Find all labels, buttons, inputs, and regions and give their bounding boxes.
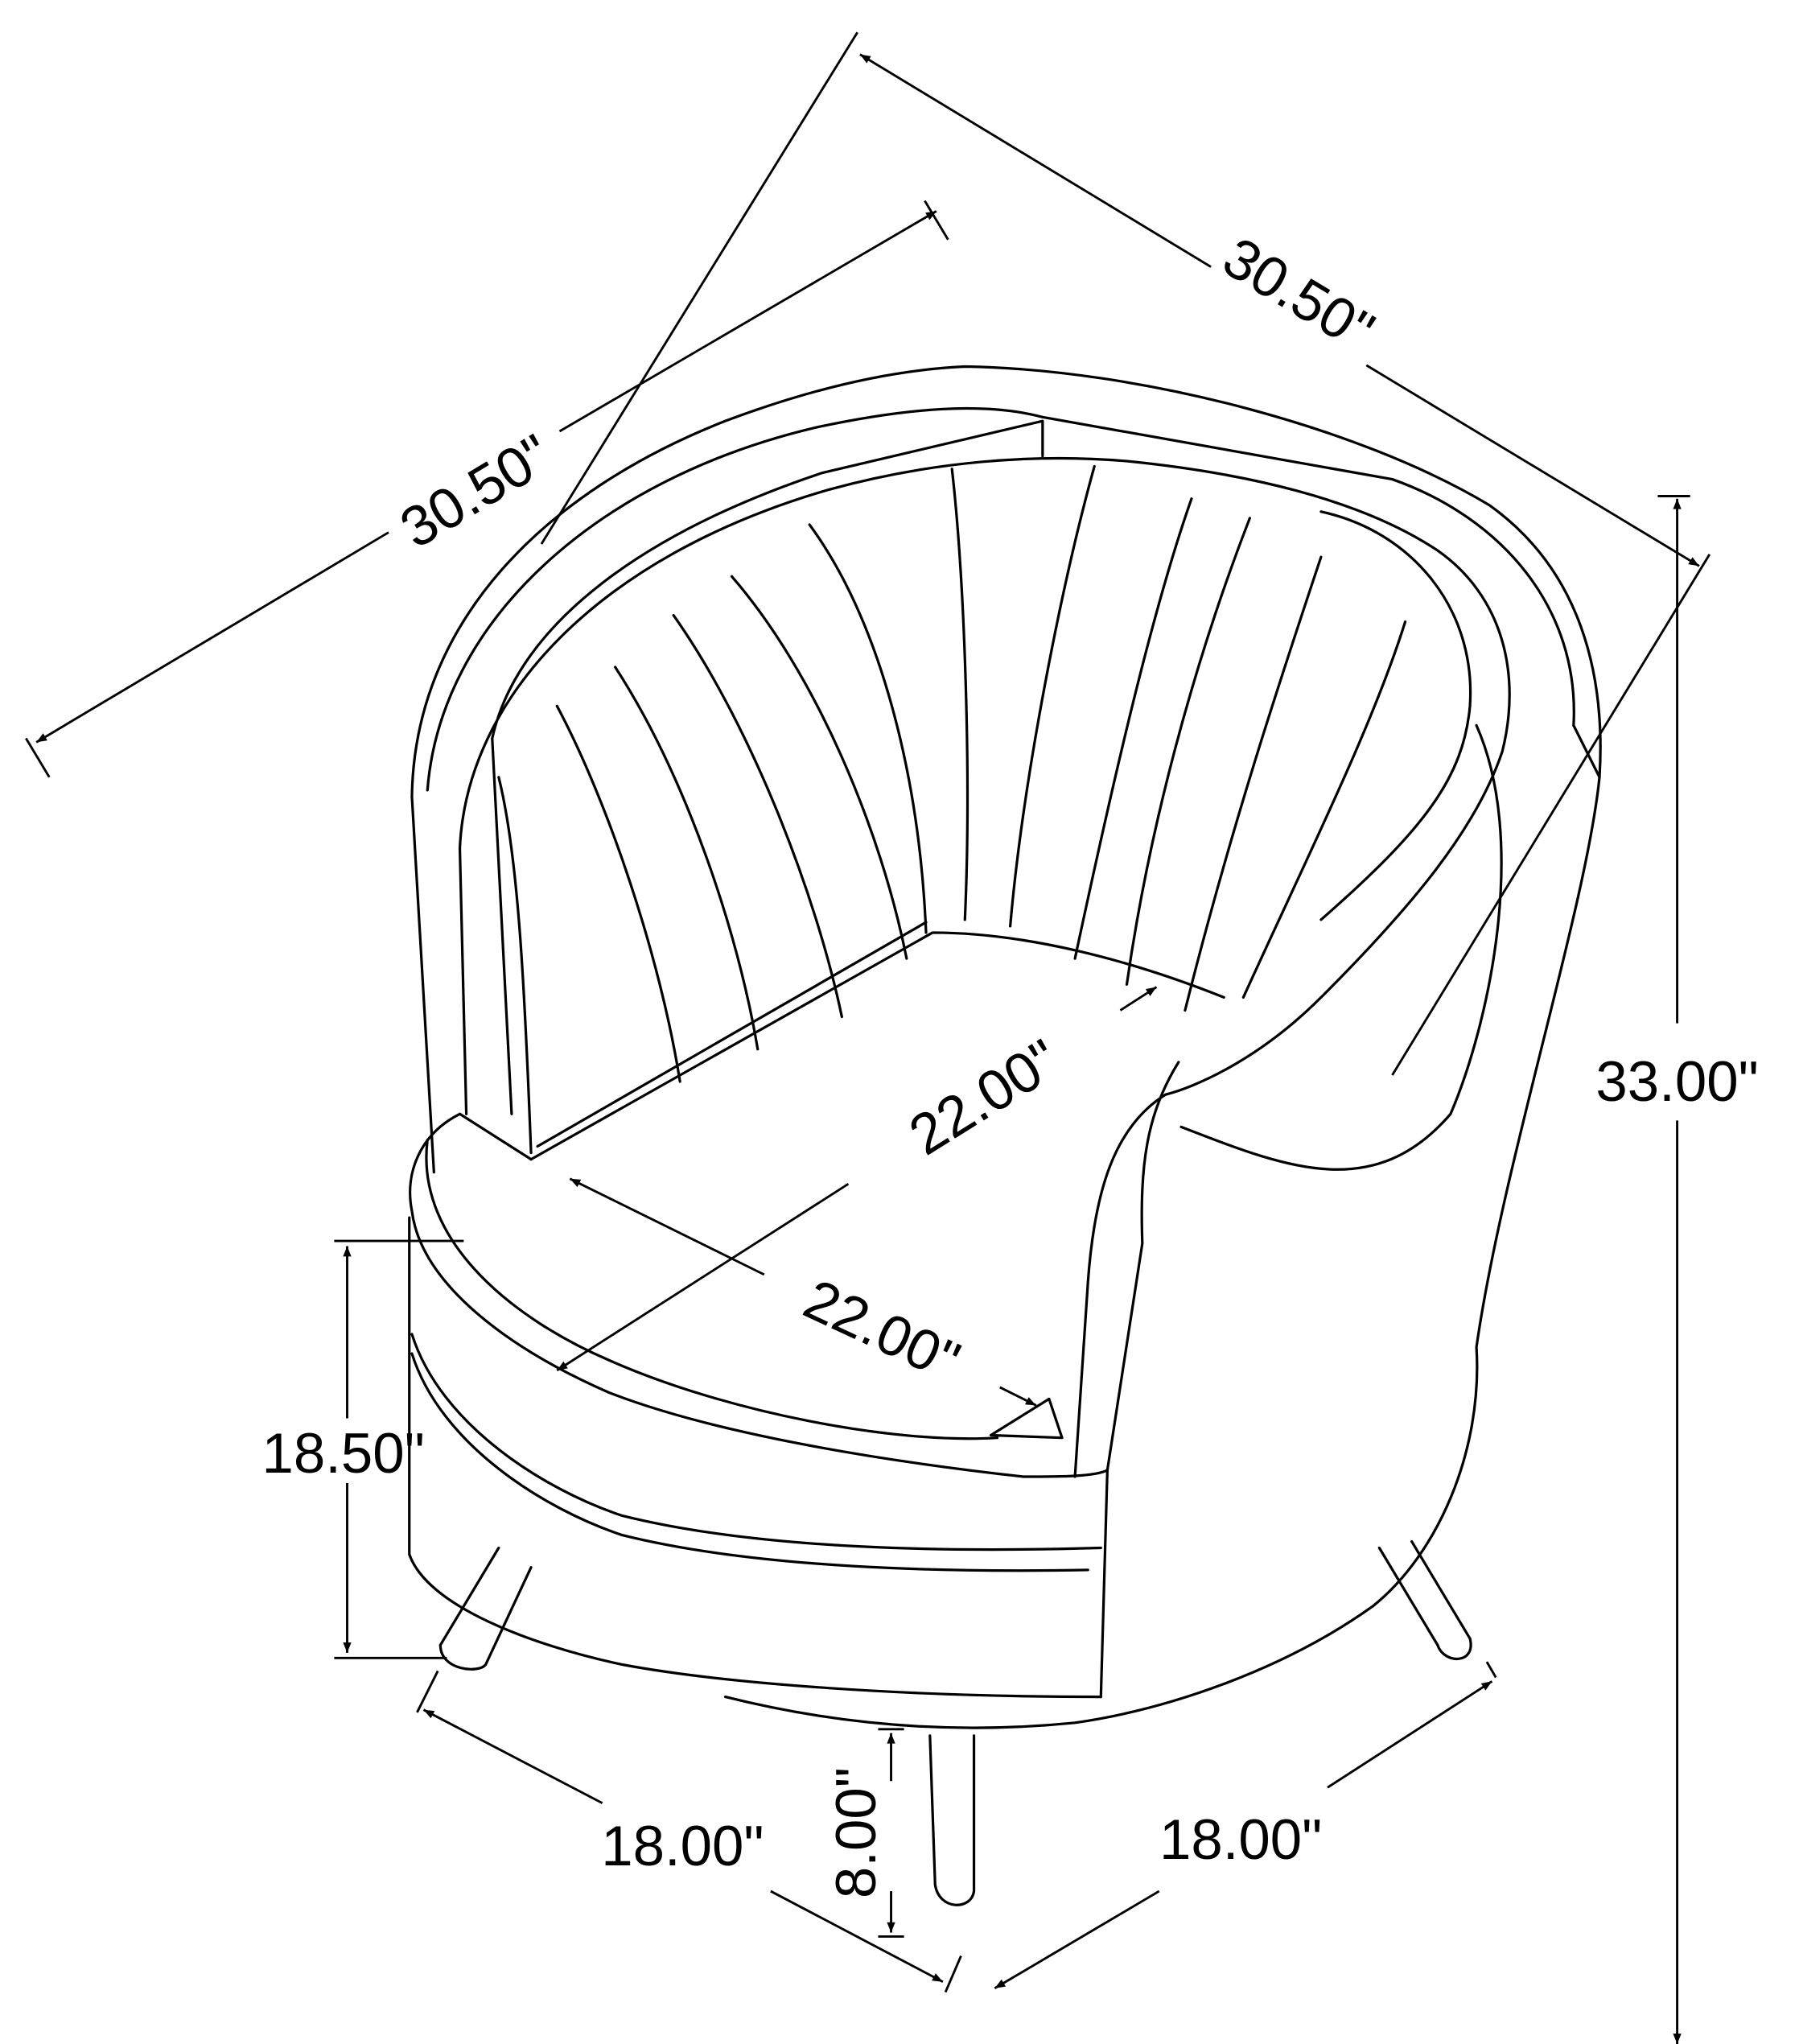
dimension-seat-height: 18.50" [261, 1239, 464, 1659]
dimension-height-total: 33.00" [1595, 495, 1759, 2044]
chair-outline [408, 365, 1602, 1906]
dimension-leg-span-left: 18.00" [416, 1670, 962, 1993]
label-seat-width: 22.00" [899, 1028, 1070, 1168]
dimension-width-top: 30.50" [540, 31, 1711, 1076]
label-height-total: 33.00" [1595, 1050, 1758, 1114]
label-seat-depth: 22.00" [795, 1267, 969, 1394]
label-leg-height: 8.00" [825, 1767, 888, 1898]
dimension-leg-height: 8.00" [825, 1728, 904, 1938]
label-depth-left: 30.50" [390, 422, 562, 561]
dimension-leg-span-right: 18.00" [994, 1661, 1497, 1990]
label-seat-height: 18.50" [261, 1422, 424, 1486]
label-leg-span-left: 18.00" [601, 1815, 764, 1878]
label-leg-span-right: 18.00" [1159, 1808, 1322, 1872]
label-width-top: 30.50" [1212, 225, 1385, 364]
